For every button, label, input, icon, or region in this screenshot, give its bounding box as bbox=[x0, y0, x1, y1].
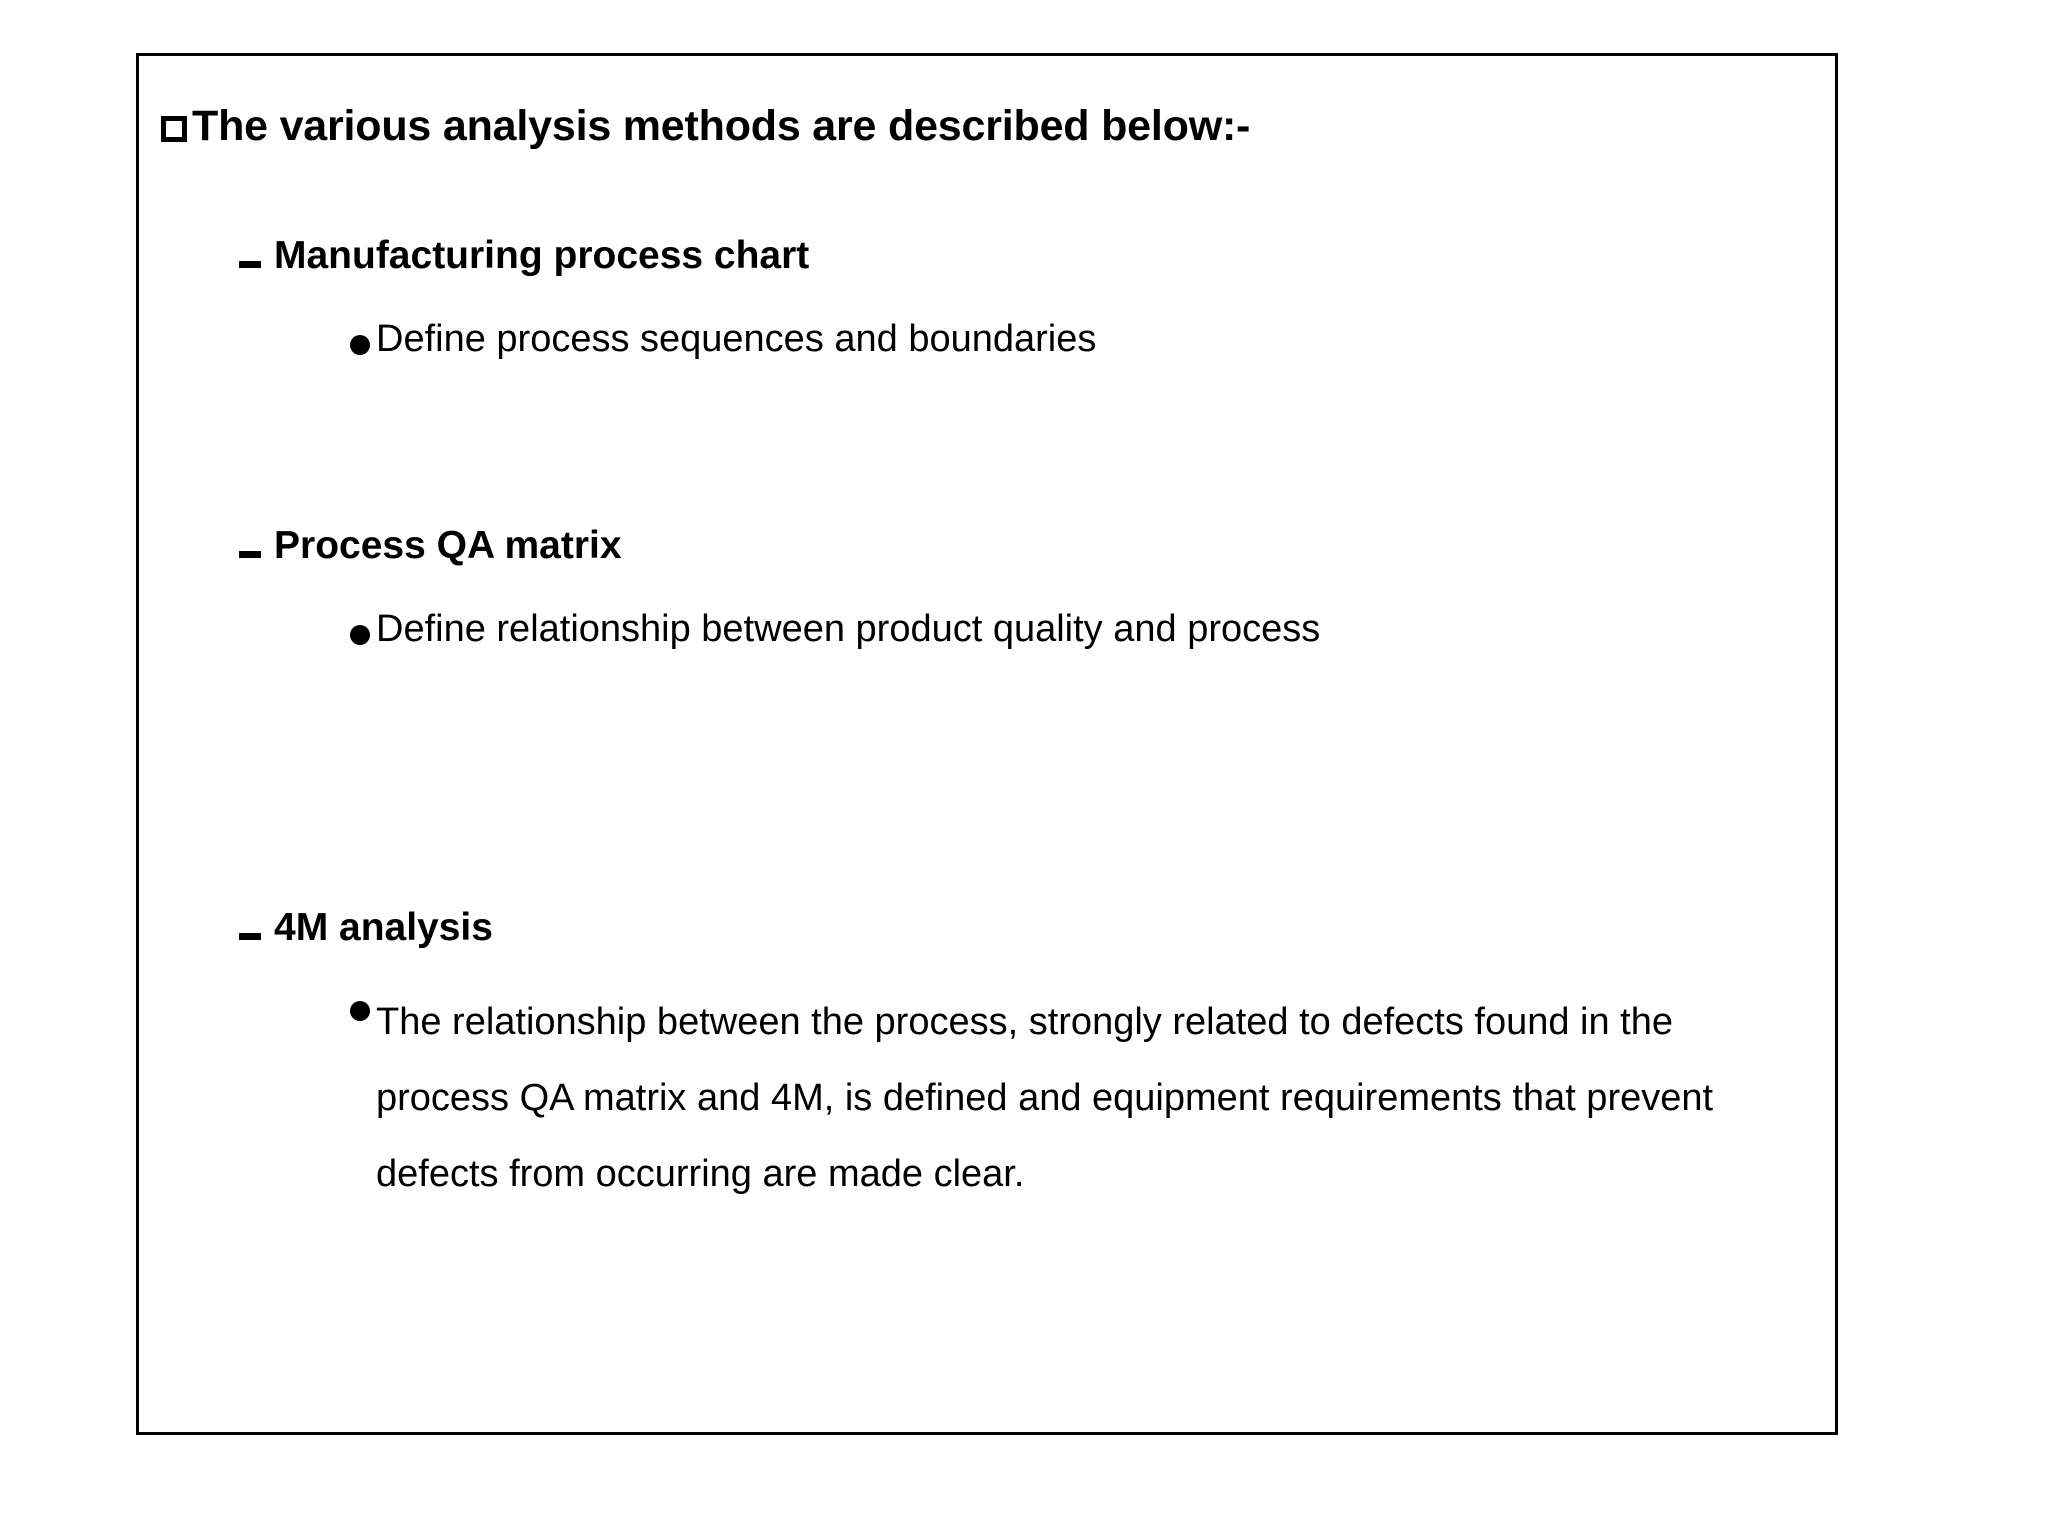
list-item-label: The relationship between the process, st… bbox=[376, 1001, 1714, 1195]
page-title: The various analysis methods are describ… bbox=[192, 102, 1251, 150]
section-title-row-4m-analysis: 4M analysis bbox=[239, 906, 493, 951]
dash-bullet-icon bbox=[239, 933, 261, 940]
list-item: Define process sequences and boundaries bbox=[350, 318, 1096, 362]
content-frame: The various analysis methods are describ… bbox=[136, 53, 1838, 1435]
section-title-4m-analysis: 4M analysis bbox=[274, 906, 493, 949]
section-title-row-process-qa-matrix: Process QA matrix bbox=[239, 524, 622, 569]
list-item: Define relationship between product qual… bbox=[350, 608, 1320, 652]
square-bullet-icon bbox=[161, 116, 187, 142]
slide-body: The various analysis methods are describ… bbox=[139, 56, 1835, 1432]
filled-circle-bullet-icon bbox=[350, 1001, 370, 1021]
filled-circle-bullet-icon bbox=[350, 625, 370, 645]
section-title-manufacturing-process-chart: Manufacturing process chart bbox=[274, 234, 810, 277]
list-item: The relationship between the process, st… bbox=[350, 984, 1776, 1212]
filled-circle-bullet-icon bbox=[350, 335, 370, 355]
dash-bullet-icon bbox=[239, 261, 261, 268]
list-item-label: Define process sequences and boundaries bbox=[376, 318, 1097, 360]
dash-bullet-icon bbox=[239, 551, 261, 558]
list-item-label: Define relationship between product qual… bbox=[376, 608, 1321, 650]
section-title-process-qa-matrix: Process QA matrix bbox=[274, 524, 622, 567]
section-title-row-manufacturing-process-chart: Manufacturing process chart bbox=[239, 234, 809, 279]
heading-bullet-row: The various analysis methods are describ… bbox=[161, 102, 1250, 151]
